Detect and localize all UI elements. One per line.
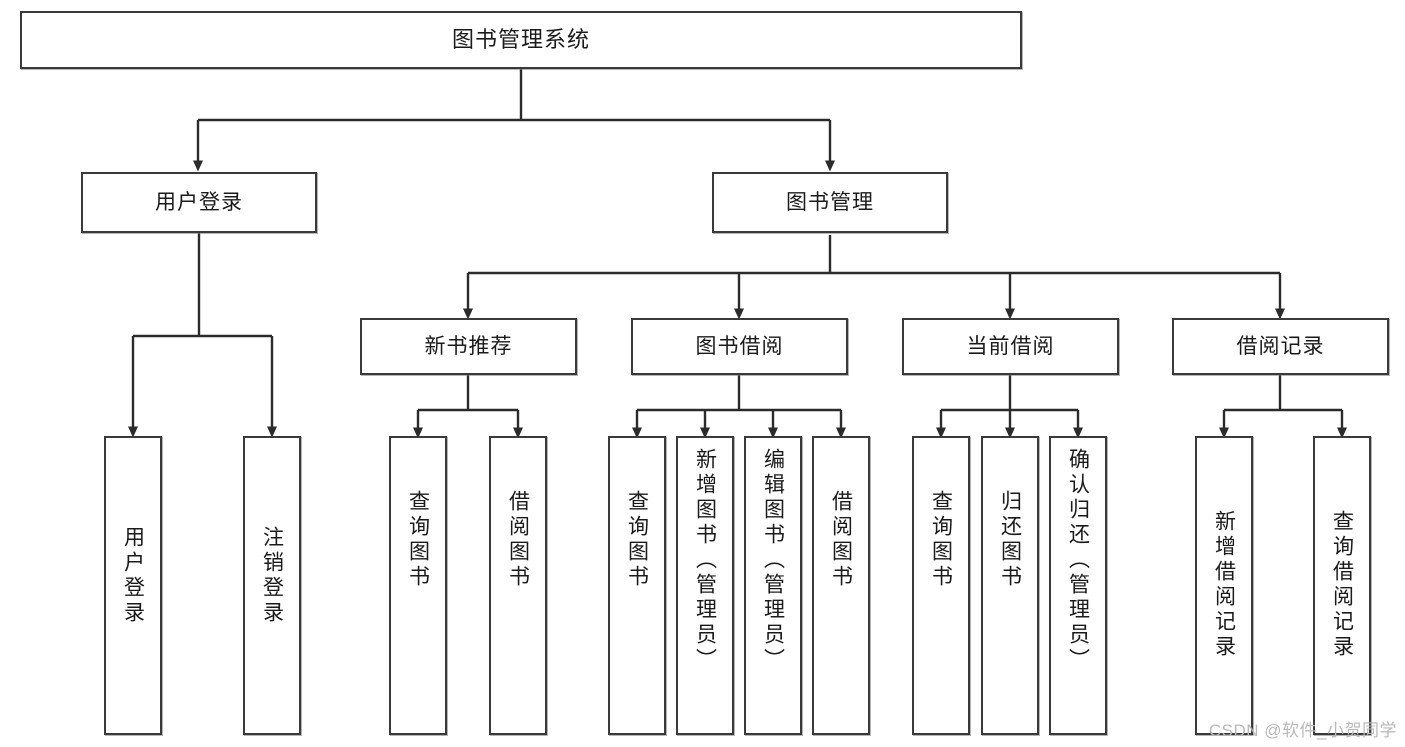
node-label: 注销登录 — [260, 526, 284, 626]
node-current-borrow[interactable]: 当前借阅 — [902, 318, 1119, 375]
node-label: 图书管理 — [786, 190, 874, 214]
leaf-user-login-logout[interactable]: 注销登录 — [243, 436, 301, 735]
leaf-borrow-edit-book-admin[interactable]: 编辑图书（管理员） — [744, 436, 802, 735]
node-borrow-record[interactable]: 借阅记录 — [1172, 318, 1389, 375]
node-label: 新增借阅记录 — [1212, 510, 1236, 660]
node-label: 新增图书（管理员） — [693, 448, 717, 673]
leaf-user-login-login[interactable]: 用户登录 — [104, 436, 162, 735]
node-user-login[interactable]: 用户登录 — [81, 172, 317, 233]
node-label: 用户登录 — [121, 526, 145, 626]
leaf-recommend-query-book[interactable]: 查询图书 — [389, 436, 447, 735]
node-label: 归还图书 — [998, 490, 1022, 590]
leaf-current-query-book[interactable]: 查询图书 — [912, 436, 970, 735]
watermark-text: CSDN @软件_小贺同学 — [1208, 721, 1397, 740]
node-label: 借阅图书 — [506, 490, 530, 590]
leaf-current-return-book[interactable]: 归还图书 — [981, 436, 1039, 735]
node-label: 图书管理系统 — [451, 26, 590, 52]
node-root-system[interactable]: 图书管理系统 — [20, 11, 1022, 69]
node-label: 用户登录 — [155, 190, 243, 214]
leaf-borrow-add-book-admin[interactable]: 新增图书（管理员） — [676, 436, 734, 735]
node-label: 查询图书 — [406, 490, 430, 590]
leaf-borrow-borrow-book[interactable]: 借阅图书 — [812, 436, 870, 735]
node-new-book-recommend[interactable]: 新书推荐 — [360, 318, 577, 375]
node-label: 编辑图书（管理员） — [761, 448, 785, 673]
node-label: 图书借阅 — [695, 334, 784, 358]
leaf-borrow-query-book[interactable]: 查询图书 — [608, 436, 666, 735]
node-label: 查询图书 — [929, 490, 953, 590]
node-book-borrow[interactable]: 图书借阅 — [631, 318, 848, 375]
leaf-recommend-borrow-book[interactable]: 借阅图书 — [489, 436, 547, 735]
node-label: 借阅图书 — [829, 490, 853, 590]
node-book-management[interactable]: 图书管理 — [712, 172, 948, 233]
node-label: 当前借阅 — [966, 334, 1055, 358]
leaf-record-add-record[interactable]: 新增借阅记录 — [1195, 436, 1253, 735]
node-label: 查询借阅记录 — [1330, 510, 1354, 660]
node-label: 确认归还（管理员） — [1066, 448, 1090, 673]
leaf-current-confirm-return-admin[interactable]: 确认归还（管理员） — [1049, 436, 1107, 735]
leaf-record-query-record[interactable]: 查询借阅记录 — [1313, 436, 1371, 735]
node-label: 新书推荐 — [424, 334, 513, 358]
node-label: 查询图书 — [625, 490, 649, 590]
node-label: 借阅记录 — [1236, 334, 1325, 358]
